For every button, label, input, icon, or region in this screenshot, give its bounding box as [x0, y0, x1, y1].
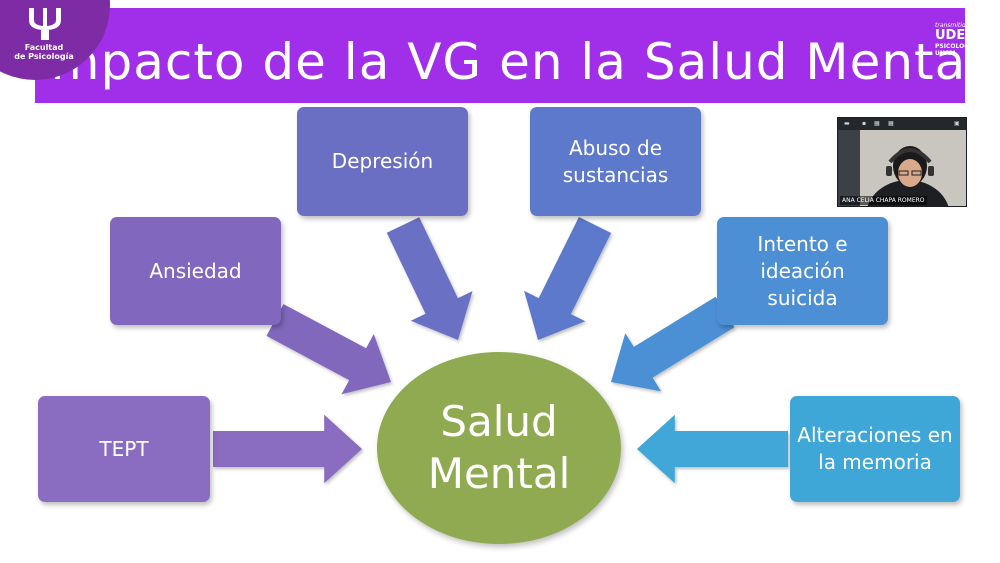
node-label: Intento e ideación suicida [757, 231, 848, 310]
slide-title: Impacto de la VG en la Salud Mental [35, 33, 982, 91]
arrow-tept [213, 414, 362, 484]
node-label: Abuso de sustancias [562, 135, 669, 187]
grid-large-icon[interactable]: ▦ [888, 120, 894, 127]
broadcast-label: transmitido por: [935, 22, 984, 29]
node-abuso: Abuso de sustancias [530, 107, 701, 216]
logo-line-1: Facultad [24, 43, 64, 52]
grid-icon[interactable]: ▦ [874, 120, 880, 127]
center-node-salud-mental: Salud Mental [377, 352, 621, 544]
broadcast-org: UDEMAT [935, 28, 997, 43]
arrow-ansiedad [266, 304, 391, 395]
participant-video [867, 146, 949, 206]
webcam-background-edge [838, 130, 860, 206]
psi-logo-icon [29, 8, 61, 40]
arrow-alteraciones [637, 414, 788, 484]
node-label: Ansiedad [149, 258, 242, 283]
node-alteraciones: Alteraciones en la memoria [790, 396, 960, 502]
node-label: TEPT [99, 436, 149, 461]
logo-text: Facultad de Psicología [14, 43, 74, 61]
arrow-depresion [386, 217, 473, 340]
center-line-1: Salud [440, 397, 558, 446]
broadcast-badge: transmitido por: UDEMAT PSICOLOGÍA UNAM [935, 22, 997, 57]
node-label: Alteraciones en la memoria [797, 423, 953, 474]
layout-icon[interactable]: ▣ [954, 120, 960, 127]
node-label: Depresión [331, 149, 434, 173]
faculty-logo: Facultad de Psicología [0, 0, 110, 80]
grid-small-icon[interactable]: ▪ [862, 120, 867, 127]
node-tept: TEPT [38, 396, 210, 502]
title-banner: Impacto de la VG en la Salud Mental tran… [35, 8, 996, 103]
participant-name: ANA CELIA CHAPA ROMERO [840, 196, 927, 205]
dash-icon[interactable]: ▬ [844, 120, 850, 127]
arrow-abuso [524, 217, 612, 340]
arrow-intento [611, 296, 735, 392]
broadcast-sub: PSICOLOGÍA UNAM [935, 43, 976, 57]
logo-line-2: de Psicología [14, 52, 74, 61]
webcam-tile[interactable]: ▬ ▪ ▦ ▦ ▣ ANA CELIA CHAPA ROMERO [837, 117, 967, 207]
node-ansiedad: Ansiedad [110, 217, 281, 325]
node-depresion: Depresión [297, 107, 468, 216]
webcam-toolbar[interactable]: ▬ ▪ ▦ ▦ ▣ [838, 118, 966, 130]
center-line-2: Mental [427, 449, 571, 498]
node-intento: Intento e ideación suicida [717, 217, 888, 325]
